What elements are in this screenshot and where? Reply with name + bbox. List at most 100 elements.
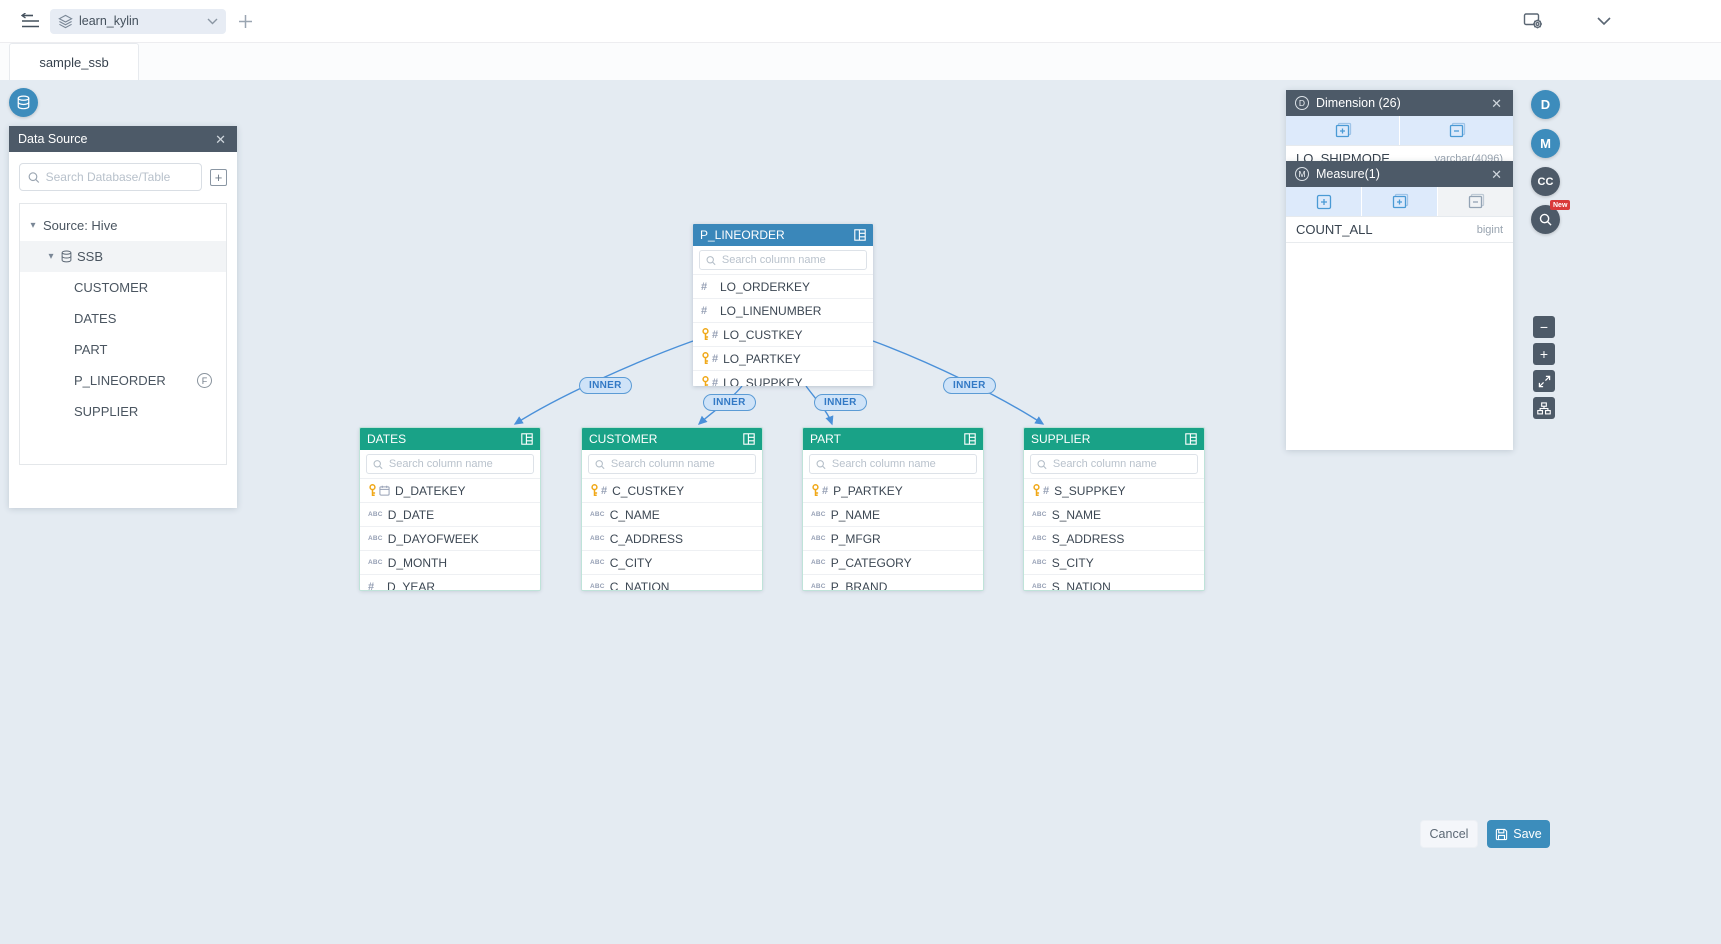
column-search-input[interactable] xyxy=(1030,454,1198,474)
save-button[interactable]: Save xyxy=(1487,820,1550,848)
table-card-header[interactable]: PART xyxy=(803,428,983,450)
auto-layout-button[interactable] xyxy=(1533,397,1555,419)
number-type-icon: # xyxy=(601,484,608,497)
model-canvas[interactable]: INNER INNER INNER INNER Data Source ✕ + … xyxy=(0,80,1721,944)
tree-table-label: DATES xyxy=(74,311,117,326)
collapse-menu-icon[interactable] xyxy=(19,10,41,32)
search-shortcut-button[interactable]: New xyxy=(1531,200,1571,234)
column-search-field[interactable] xyxy=(721,254,860,266)
tree-source-hive[interactable]: ▾Source: Hive xyxy=(20,210,226,241)
tree-table-part[interactable]: PART xyxy=(20,334,226,365)
topbar-chevron-down-icon[interactable] xyxy=(1597,17,1611,26)
column-row-s_suppkey[interactable]: #S_SUPPKEY xyxy=(1024,478,1204,502)
column-search-field[interactable] xyxy=(1052,458,1191,470)
column-row-d_year[interactable]: #D_YEAR xyxy=(360,574,540,590)
batch-delete-dimension-button[interactable] xyxy=(1400,116,1513,145)
tree-database-ssb[interactable]: ▾SSB xyxy=(20,241,226,272)
table-card-part[interactable]: PART#P_PARTKEYABCP_NAMEABCP_MFGRABCP_CAT… xyxy=(803,428,983,590)
tab-sample-ssb[interactable]: sample_ssb xyxy=(9,43,139,80)
dimension-shortcut-button[interactable]: D xyxy=(1531,90,1560,119)
tree-table-dates[interactable]: DATES xyxy=(20,303,226,334)
datasource-search-field[interactable] xyxy=(45,170,193,184)
dimension-close-icon[interactable]: ✕ xyxy=(1491,95,1502,111)
table-card-header[interactable]: P_LINEORDER xyxy=(693,224,873,246)
text-type-icon: ABC xyxy=(811,535,826,542)
table-card-dates[interactable]: DATES D_DATEKEYABCD_DATEABCD_DAYOFWEEKABC… xyxy=(360,428,540,590)
column-search-field[interactable] xyxy=(610,458,749,470)
column-row-lo_partkey[interactable]: #LO_PARTKEY xyxy=(693,346,873,370)
table-card-header[interactable]: DATES xyxy=(360,428,540,450)
caret-down-icon: ▾ xyxy=(48,251,54,262)
join-badge-dates[interactable]: INNER xyxy=(579,377,632,394)
zoom-out-button[interactable]: − xyxy=(1533,316,1555,338)
tree-table-customer[interactable]: CUSTOMER xyxy=(20,272,226,303)
table-card-p_lineorder[interactable]: P_LINEORDER#LO_ORDERKEY#LO_LINENUMBER#LO… xyxy=(693,224,873,386)
add-model-button[interactable] xyxy=(238,14,253,29)
column-name: P_BRAND xyxy=(830,579,888,591)
project-selector[interactable]: learn_kylin xyxy=(50,8,226,34)
column-row-p_partkey[interactable]: #P_PARTKEY xyxy=(803,478,983,502)
datasource-search-input[interactable] xyxy=(19,163,202,191)
batch-delete-measure-button[interactable] xyxy=(1438,187,1513,216)
join-badge-supplier[interactable]: INNER xyxy=(943,377,996,394)
text-type-icon: ABC xyxy=(590,559,605,566)
tree-table-supplier[interactable]: SUPPLIER xyxy=(20,396,226,427)
table-card-supplier[interactable]: SUPPLIER#S_SUPPKEYABCS_NAMEABCS_ADDRESSA… xyxy=(1024,428,1204,590)
column-search-input[interactable] xyxy=(588,454,756,474)
column-search-input[interactable] xyxy=(366,454,534,474)
measure-shortcut-button[interactable]: M xyxy=(1531,129,1560,158)
fullscreen-button[interactable] xyxy=(1533,370,1555,392)
column-row-lo_linenumber[interactable]: #LO_LINENUMBER xyxy=(693,298,873,322)
measure-close-icon[interactable]: ✕ xyxy=(1491,166,1502,182)
column-name: S_NAME xyxy=(1051,507,1102,522)
column-search-input[interactable] xyxy=(699,250,867,270)
column-name: P_CATEGORY xyxy=(830,555,912,570)
column-row-c_custkey[interactable]: #C_CUSTKEY xyxy=(582,478,762,502)
field-name: LO_SHIPMODE xyxy=(1296,151,1390,161)
table-card-header[interactable]: CUSTOMER xyxy=(582,428,762,450)
column-row-lo_custkey[interactable]: #LO_CUSTKEY xyxy=(693,322,873,346)
column-row-lo_orderkey[interactable]: #LO_ORDERKEY xyxy=(693,274,873,298)
column-search-field[interactable] xyxy=(388,458,527,470)
model-settings-icon[interactable] xyxy=(1523,12,1545,31)
join-badge-part[interactable]: INNER xyxy=(814,394,867,411)
text-type-icon: ABC xyxy=(1032,511,1047,518)
zoom-in-button[interactable]: + xyxy=(1533,343,1555,365)
database-icon xyxy=(61,250,72,263)
cancel-button[interactable]: Cancel xyxy=(1420,820,1478,848)
table-card-header[interactable]: SUPPLIER xyxy=(1024,428,1204,450)
column-row-d_datekey[interactable]: D_DATEKEY xyxy=(360,478,540,502)
column-search-field[interactable] xyxy=(831,458,970,470)
column-search-input[interactable] xyxy=(809,454,977,474)
join-badge-customer[interactable]: INNER xyxy=(703,394,756,411)
key-icon xyxy=(702,328,709,340)
add-datasource-button[interactable]: + xyxy=(210,168,227,186)
computed-column-button[interactable]: CC xyxy=(1531,167,1560,196)
batch-add-dimension-button[interactable] xyxy=(1286,116,1400,145)
column-row-lo_suppkey[interactable]: #LO_SUPPKEY xyxy=(693,370,873,386)
table-card-customer[interactable]: CUSTOMER#C_CUSTKEYABCC_NAMEABCC_ADDRESSA… xyxy=(582,428,762,590)
batch-add-measure-button[interactable] xyxy=(1362,187,1438,216)
search-icon xyxy=(1037,459,1047,469)
datasource-toggle-button[interactable] xyxy=(9,88,38,117)
datasource-close-icon[interactable]: ✕ xyxy=(215,131,226,147)
add-measure-button[interactable] xyxy=(1286,187,1362,216)
column-row-s_name[interactable]: ABC S_NAME xyxy=(1024,502,1204,526)
